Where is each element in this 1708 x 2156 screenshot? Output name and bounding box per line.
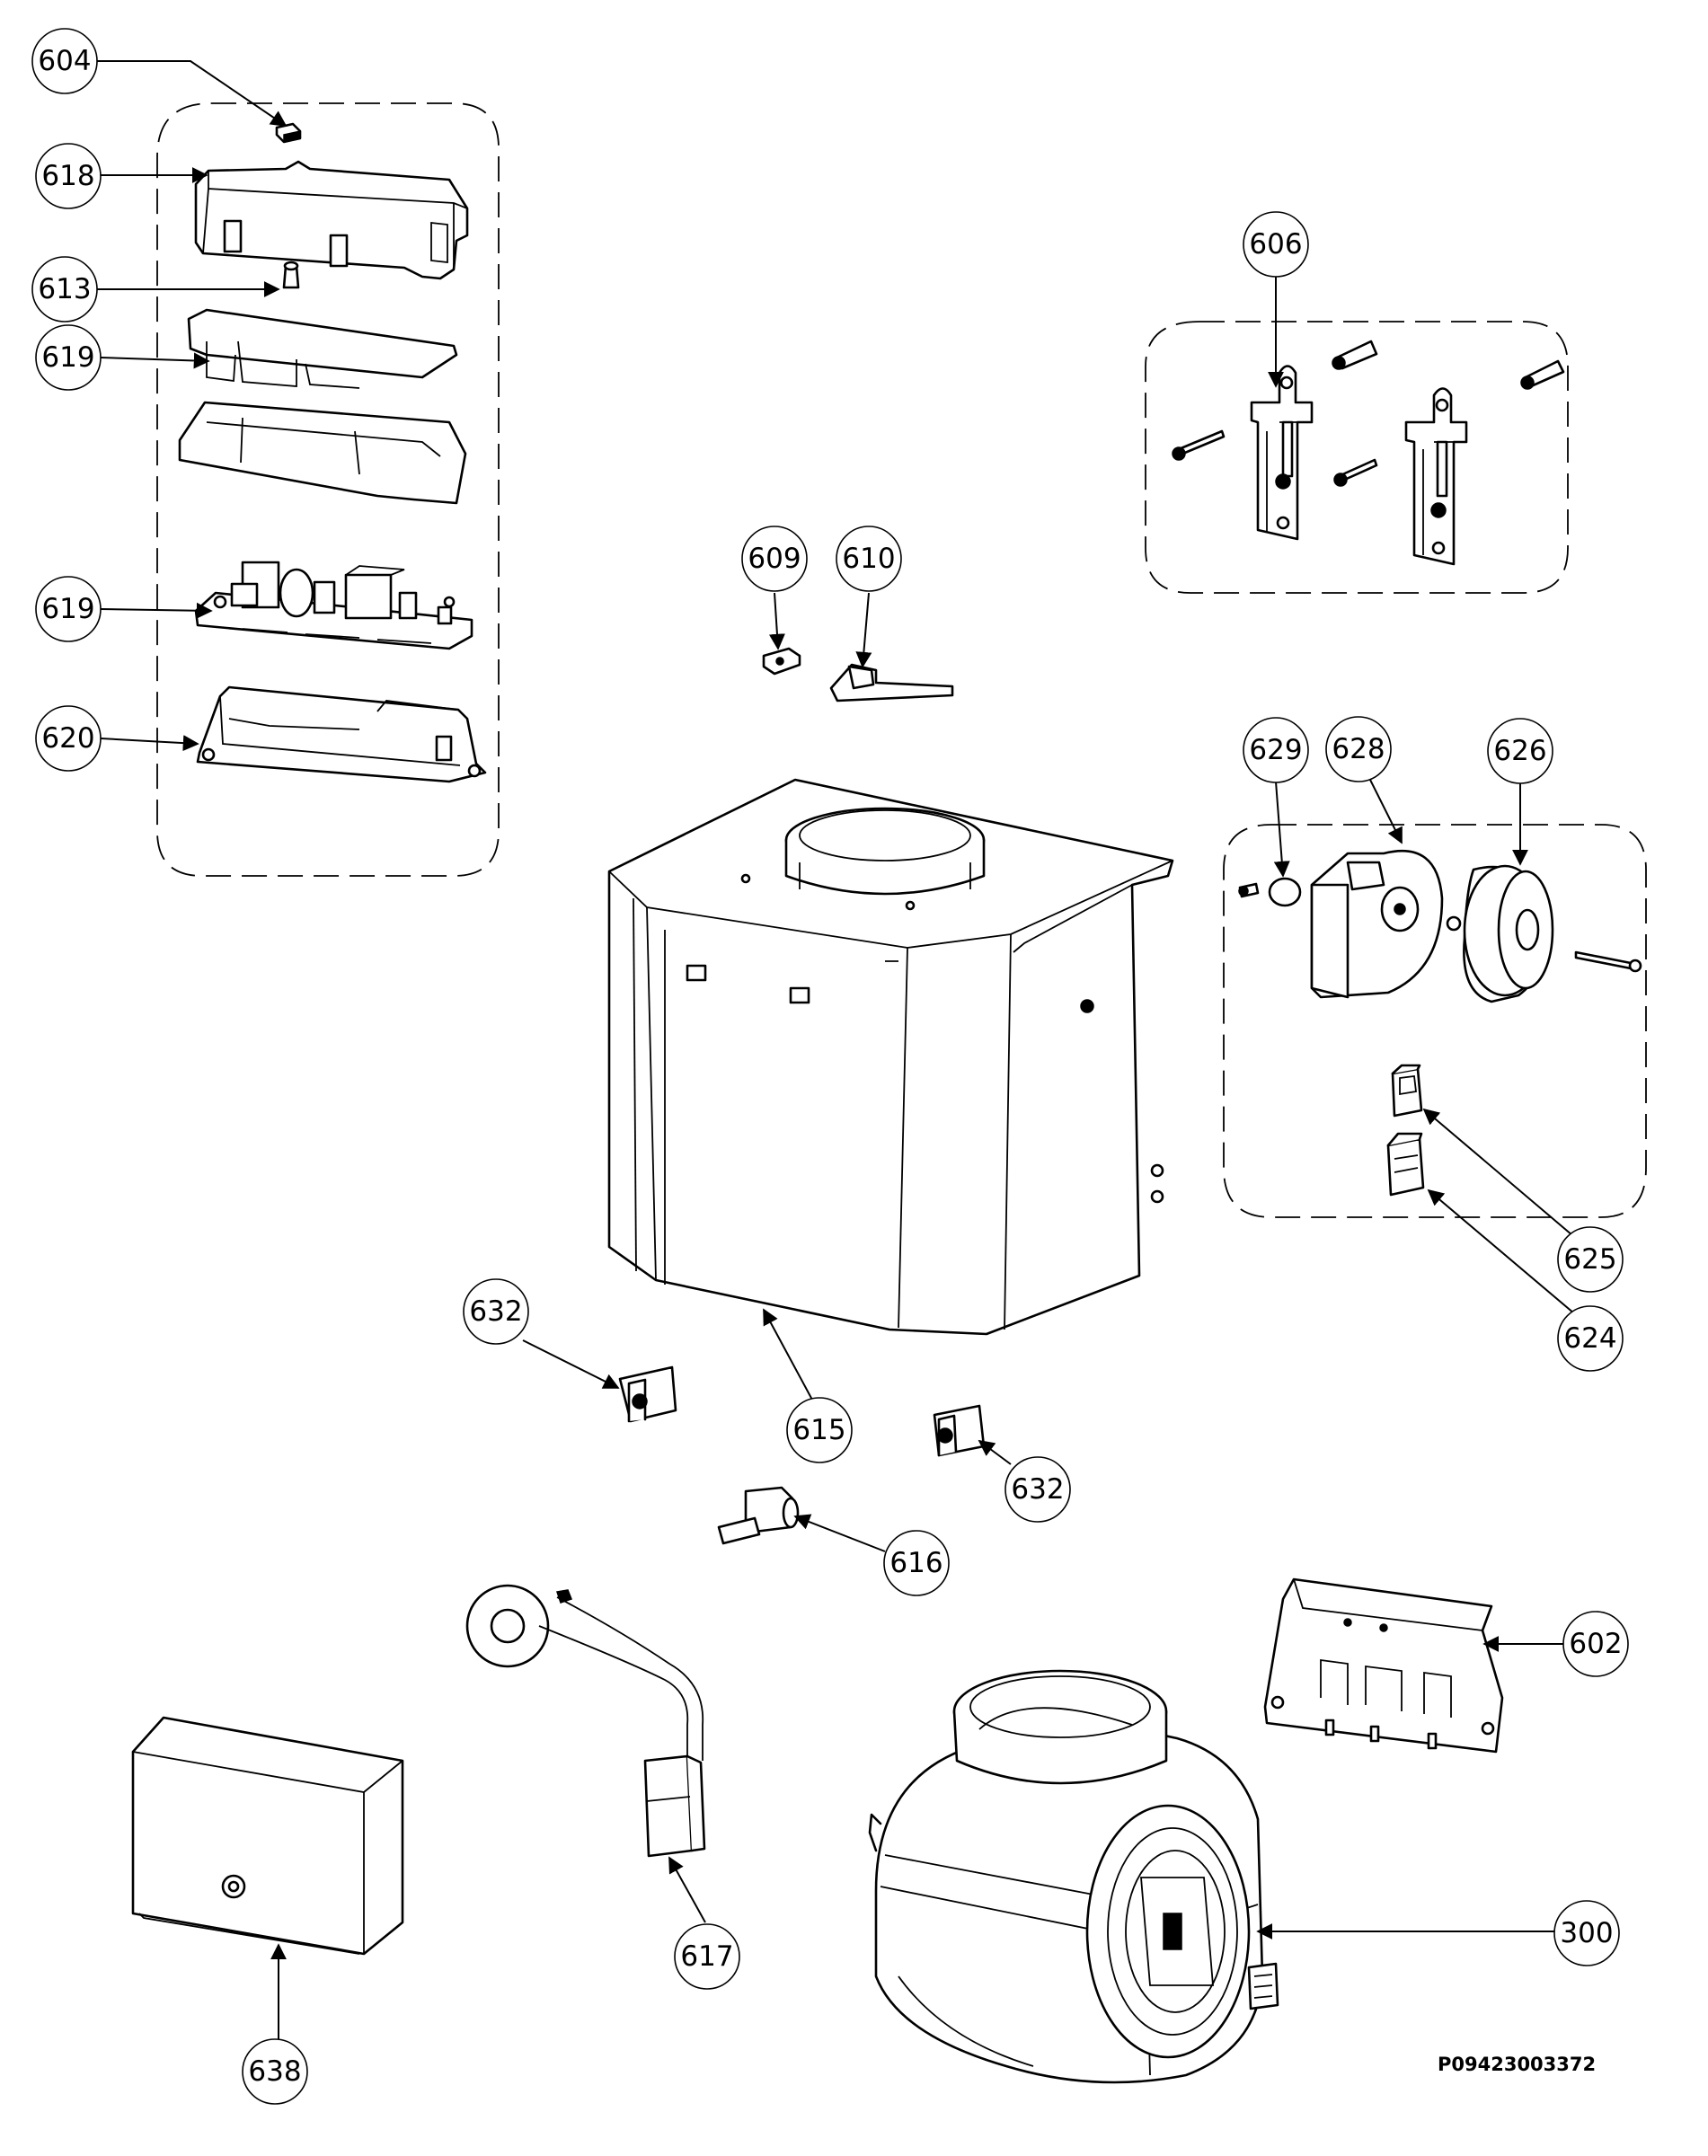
part-615-main-housing [607, 778, 1174, 1336]
callout: 613 [31, 256, 98, 323]
callout-label: 618 [41, 160, 94, 192]
reference-code: P09423003372 [1438, 2054, 1596, 2075]
part-616-sensor [717, 1486, 800, 1545]
part-638-cover-box [131, 1716, 404, 1956]
callout-label: 613 [38, 273, 91, 305]
callout: 300 [1553, 1900, 1620, 1966]
callout-label: 606 [1249, 228, 1302, 261]
leader-lines [97, 60, 1575, 2039]
callout: 620 [35, 705, 102, 772]
part-632-clip-right [933, 1404, 986, 1457]
callout: 615 [786, 1397, 853, 1463]
callout-label: 615 [792, 1414, 845, 1446]
callout-label: 632 [1011, 1473, 1064, 1506]
part-619-upper-board [178, 308, 467, 505]
part-618-control-box-cover [194, 160, 469, 280]
callout: 616 [883, 1530, 950, 1596]
callout-label: 300 [1560, 1917, 1613, 1949]
callout-label: 624 [1563, 1322, 1616, 1355]
callout: 604 [31, 28, 98, 94]
part-625-connector [1391, 1064, 1423, 1118]
callout-label: 602 [1569, 1628, 1622, 1660]
callout-label: 616 [889, 1547, 942, 1579]
part-604-clip [275, 122, 302, 144]
part-629-washer [1238, 877, 1302, 907]
callout-label: 619 [41, 341, 94, 374]
group-box-control-unit [156, 102, 500, 877]
part-610-sensor-bracket [829, 663, 954, 702]
callout: 628 [1325, 716, 1392, 782]
callout: 638 [242, 2038, 308, 2105]
callout: 617 [674, 1923, 740, 1990]
callout: 624 [1557, 1305, 1624, 1372]
callout-label: 620 [41, 722, 94, 755]
part-628-motor-housing [1310, 849, 1444, 999]
callout: 625 [1557, 1226, 1624, 1293]
part-624-connector [1386, 1132, 1425, 1197]
part-617-cable [465, 1584, 706, 1858]
callout-label: 619 [41, 593, 94, 625]
callout-label: 629 [1249, 734, 1302, 766]
callout-label: 638 [248, 2055, 301, 2088]
callout-label: 609 [748, 543, 801, 575]
callout-label: 626 [1493, 735, 1546, 767]
part-606-wall-brackets [1172, 340, 1565, 566]
callout: 610 [836, 526, 902, 592]
callout: 632 [1004, 1456, 1071, 1523]
part-632-clip-left [618, 1365, 677, 1423]
callout: 609 [741, 526, 808, 592]
callout: 619 [35, 576, 102, 642]
callout-label: 628 [1332, 733, 1385, 765]
part-619-circuit-board [194, 561, 473, 650]
callout: 632 [463, 1278, 529, 1345]
callout-label: 604 [38, 45, 91, 77]
callout: 618 [35, 143, 102, 209]
callout-label: 610 [842, 543, 895, 575]
callout-label: 625 [1563, 1243, 1616, 1276]
part-609-clip [762, 647, 801, 676]
part-626-motor-drum [1446, 864, 1642, 1003]
callout: 626 [1487, 718, 1553, 784]
callout: 619 [35, 324, 102, 391]
part-602-mounting-plate [1263, 1577, 1504, 1754]
group-box-wall-brackets [1145, 321, 1569, 594]
callout: 606 [1243, 211, 1309, 278]
part-620-base-tray [196, 685, 487, 783]
callout-label: 632 [469, 1295, 522, 1328]
callout: 629 [1243, 717, 1309, 783]
callout: 602 [1562, 1611, 1629, 1677]
callout-label: 617 [680, 1940, 733, 1973]
group-box-motor [1223, 824, 1647, 1218]
part-300-blower [868, 1669, 1279, 2084]
part-613-pin [282, 261, 300, 289]
